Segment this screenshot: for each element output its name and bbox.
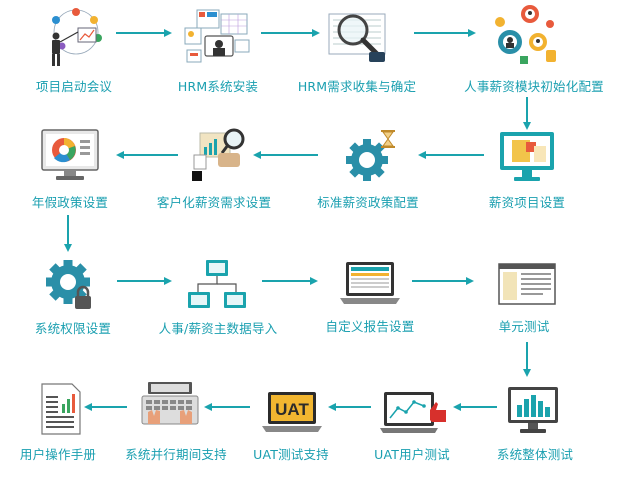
- manual-chart-icon: [40, 382, 82, 436]
- step-label-8: 年假政策设置: [31, 195, 109, 210]
- magnifier-document-icon: [327, 6, 389, 68]
- uat-text: UAT: [275, 400, 309, 419]
- step-label-13: 系统整体测试: [496, 447, 574, 462]
- step-label-17: 用户操作手册: [19, 447, 97, 462]
- monitor-chart-icon: [498, 130, 556, 184]
- monitor-pie-icon: [40, 128, 100, 184]
- step-label-11: 自定义报告设置: [325, 319, 415, 334]
- document-window-icon: [497, 262, 557, 308]
- gears-people-icon: [490, 2, 560, 68]
- step-label-4: 人事薪资模块初始化配置: [464, 79, 604, 94]
- monitor-bars-icon: [506, 385, 560, 437]
- step-label-2: HRM系统安装: [177, 79, 259, 94]
- step-label-6: 标准薪资政策配置: [317, 195, 419, 210]
- step-label-7: 客户化薪资需求设置: [156, 195, 272, 210]
- gear-lock-icon: [46, 258, 96, 312]
- step-label-14: UAT用户测试: [374, 447, 450, 462]
- laptop-report-icon: [338, 260, 402, 308]
- step-label-10: 人事/薪资主数据导入: [158, 321, 278, 336]
- hand-magnifier-icon: [190, 125, 252, 183]
- keyboard-hands-icon: [140, 380, 200, 428]
- meeting-presenter-icon: [42, 2, 106, 68]
- network-tree-icon: [188, 258, 248, 312]
- step-label-16: 系统并行期间支持: [125, 447, 227, 462]
- step-label-15: UAT测试支持: [253, 447, 329, 462]
- step-label-3: HRM需求收集与确定: [297, 79, 417, 94]
- uat-laptop-icon: UAT: [262, 390, 322, 434]
- step-label-1: 项目启动会议: [35, 79, 113, 94]
- step-label-5: 薪资项目设置: [488, 195, 566, 210]
- install-screens-icon: [183, 8, 251, 66]
- step-label-9: 系统权限设置: [34, 321, 112, 336]
- gear-hourglass-icon: [343, 128, 399, 184]
- step-label-12: 单元测试: [498, 319, 550, 334]
- laptop-thumbs-icon: [380, 390, 450, 436]
